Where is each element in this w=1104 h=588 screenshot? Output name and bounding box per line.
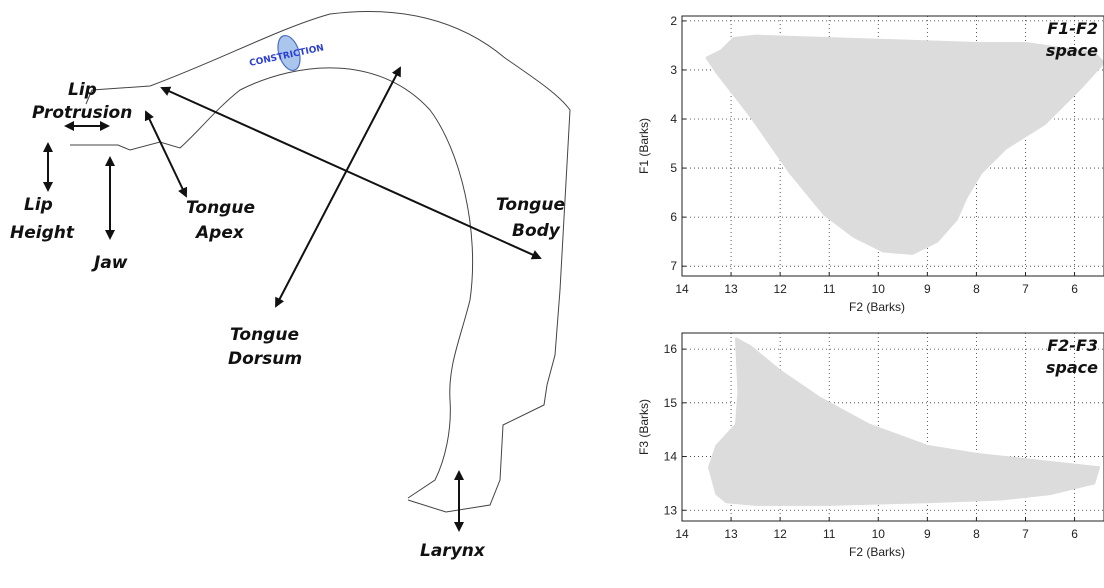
y-axis-label: F1 (Barks) — [637, 118, 651, 174]
y-tick-label: 13 — [664, 503, 678, 517]
scatter-cloud — [708, 337, 1101, 506]
vocal-tract-diagram: CONSTRICTION Lip Protrusion Lip Height J… — [10, 11, 571, 561]
y-tick-label: 14 — [664, 450, 678, 464]
tongue-dorsum-label-2: Dorsum — [228, 349, 302, 369]
x-tick-label: 12 — [773, 282, 787, 296]
vocal-tract-inner-wall — [70, 67, 474, 499]
x-tick-label: 10 — [872, 282, 886, 296]
lip-protrusion-label-1: Lip — [68, 80, 97, 100]
x-axis-label: F2 (Barks) — [849, 545, 905, 559]
y-tick-label: 15 — [664, 396, 678, 410]
tongue-body-label-2: Body — [512, 221, 561, 241]
panel-label-line2: space — [1046, 41, 1098, 60]
vocal-tract-outer-wall — [85, 11, 571, 513]
lip-height-label-2: Height — [10, 223, 75, 243]
jaw-label: Jaw — [91, 253, 128, 273]
y-tick-label: 2 — [670, 14, 677, 28]
y-tick-label: 16 — [664, 342, 678, 356]
f2-f3-chart: 14 13 12 11 10 9 8 7 6 16 15 14 13 F2 (Barks) F3 (Bark… — [637, 332, 1104, 559]
x-tick-label: 14 — [675, 527, 689, 541]
y-tick-label: 5 — [670, 161, 677, 175]
x-tick-label: 9 — [924, 282, 931, 296]
x-tick-label: 7 — [1022, 282, 1029, 296]
larynx-label: Larynx — [420, 541, 486, 561]
x-tick-label: 13 — [724, 527, 738, 541]
y-tick-label: 3 — [670, 63, 677, 77]
tongue-dorsum-label-1: Tongue — [230, 325, 299, 345]
x-tick-label: 6 — [1071, 527, 1078, 541]
x-tick-label: 13 — [724, 282, 738, 296]
y-axis-label: F3 (Barks) — [637, 399, 651, 455]
tongue-apex-arrow — [144, 110, 188, 198]
x-tick-label: 8 — [973, 527, 980, 541]
x-tick-label: 8 — [973, 282, 980, 296]
lip-height-label-1: Lip — [24, 195, 53, 215]
tongue-body-label-1: Tongue — [496, 195, 565, 215]
plot-frame — [681, 332, 1104, 522]
tongue-apex-label-2: Apex — [194, 223, 245, 243]
plot-frame — [681, 15, 1104, 277]
x-axis-label: F2 (Barks) — [849, 300, 905, 314]
x-tick-label: 6 — [1071, 282, 1078, 296]
panel-label-line1: F1-F2 — [1047, 19, 1098, 38]
y-tick-label: 6 — [670, 210, 677, 224]
x-tick-label: 11 — [823, 282, 836, 296]
tongue-dorsum-arrow — [275, 66, 401, 308]
x-tick-label: 10 — [872, 527, 886, 541]
tongue-apex-label-1: Tongue — [186, 198, 255, 218]
scatter-cloud — [705, 34, 1104, 255]
y-tick-label: 7 — [670, 259, 677, 273]
x-tick-label: 9 — [924, 527, 931, 541]
f1-f2-chart: 14 13 12 11 10 9 8 7 6 2 3 4 5 6 7 F2 (Barks) F1 (Barks)… — [637, 14, 1104, 314]
x-tick-label: 11 — [823, 527, 836, 541]
panel-label-line2: space — [1046, 358, 1098, 377]
x-tick-label: 14 — [675, 282, 689, 296]
y-tick-label: 4 — [670, 112, 677, 126]
x-tick-label: 12 — [773, 527, 787, 541]
panel-label-line1: F2-F3 — [1047, 336, 1098, 355]
x-tick-label: 7 — [1022, 527, 1029, 541]
lip-protrusion-label-2: Protrusion — [32, 103, 132, 123]
